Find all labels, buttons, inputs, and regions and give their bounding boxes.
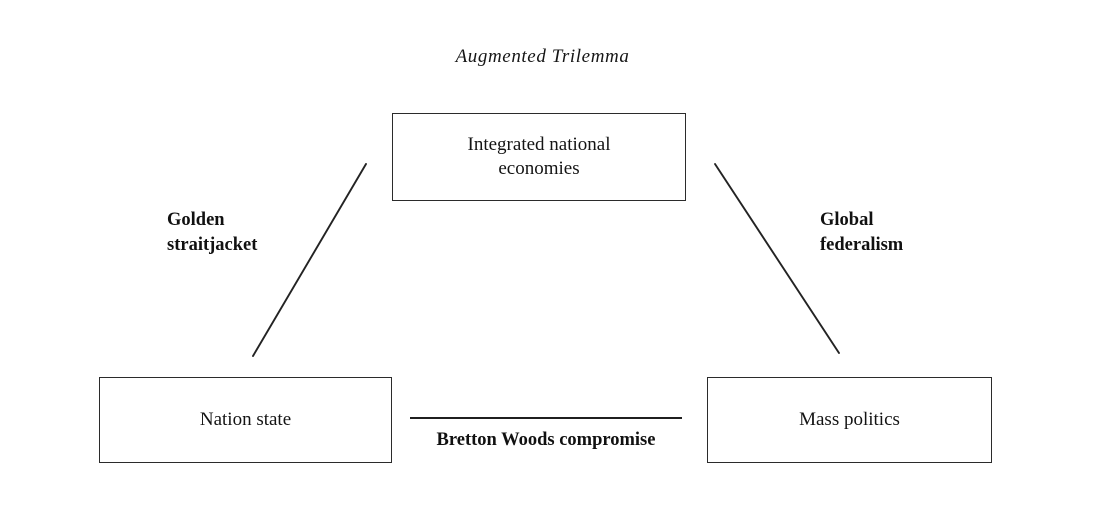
edge-label-golden-straitjacket: Golden straitjacket (167, 208, 257, 257)
edge-label-line-2: federalism (820, 234, 904, 255)
node-mass-politics: Mass politics (707, 377, 992, 463)
edge-label-line-1: Global (820, 210, 874, 230)
edge-label-bretton-woods-compromise: Bretton Woods compromise (436, 430, 656, 450)
edge-label-line-1: Golden (167, 210, 225, 230)
node-label-line-1: Integrated national (467, 133, 611, 155)
node-integrated-national-economies: Integrated national economies (392, 113, 686, 201)
node-label: Mass politics (799, 408, 900, 430)
edge-label-global-federalism: Global federalism (820, 208, 903, 257)
diagram-title: Augmented Trilemma (455, 46, 630, 67)
node-nation-state: Nation state (99, 377, 392, 463)
edge-line-global-federalism (714, 163, 840, 354)
edge-label-line-2: straitjacket (167, 234, 258, 255)
node-label: Integrated national economies (458, 133, 621, 182)
edge-line-golden-straitjacket (252, 163, 367, 357)
node-label-line-2: economies (498, 158, 580, 179)
node-label: Nation state (199, 408, 292, 430)
